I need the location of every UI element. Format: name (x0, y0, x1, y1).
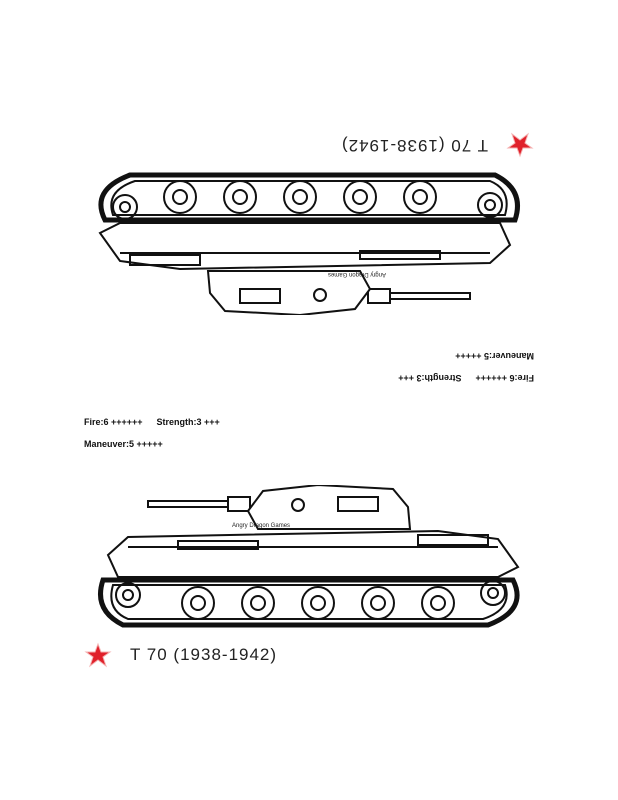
tank-card-bottom: Fire:6 ++++++ Strength:3 +++ Maneuver:5 +… (0, 400, 618, 800)
fire-stat: Fire:6 ++++++ (84, 417, 143, 427)
fire-stat: Fire:6 ++++++ (475, 373, 534, 383)
watermark: Angry Dragon Games (232, 523, 291, 529)
tank-card-top: Fire:6 ++++++ Strength:3 +++ Maneuver:5 +… (98, 132, 534, 383)
strength-stat: Strength:3 +++ (156, 417, 220, 427)
t70-tank-illustration (98, 172, 520, 315)
maneuver-stat: Maneuver:5 +++++ (84, 439, 163, 449)
tank-title: T 70 (1938-1942) (340, 136, 488, 155)
maneuver-stat: Maneuver:5 +++++ (455, 351, 534, 361)
red-star-icon (506, 132, 534, 158)
red-star-icon (84, 642, 112, 668)
tank-title: T 70 (1938-1942) (130, 645, 278, 664)
strength-stat: Strength:3 +++ (398, 373, 462, 383)
t70-tank-illustration (98, 485, 520, 628)
watermark: Angry Dragon Games (327, 271, 386, 277)
